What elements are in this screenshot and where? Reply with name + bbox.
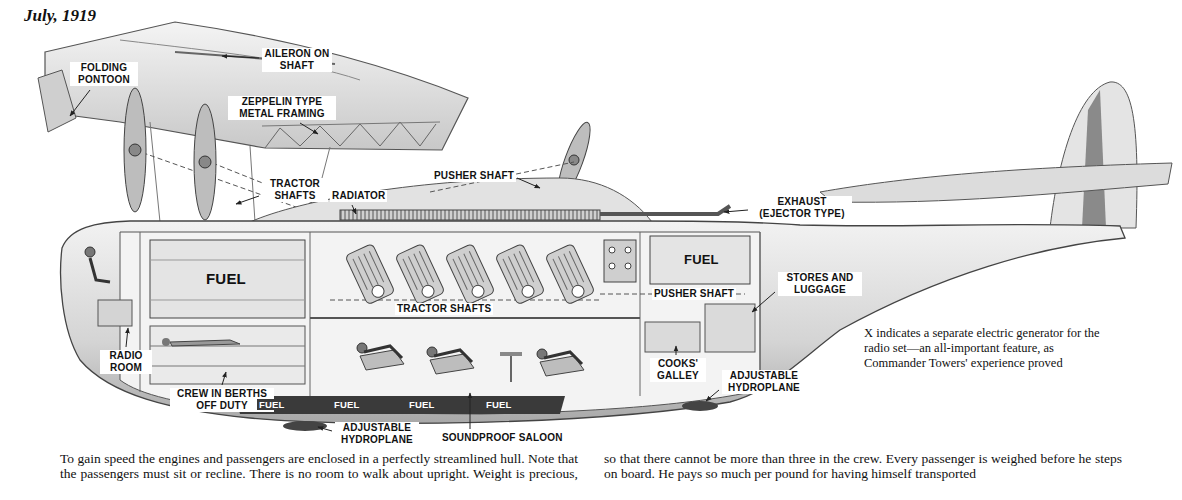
part-label: TRACTOR SHAFTS bbox=[395, 303, 493, 315]
part-label: RADIO ROOM bbox=[100, 350, 152, 374]
part-label: STORES AND LUGGAGE bbox=[778, 272, 862, 296]
part-label: SOUNDPROOF SALOON bbox=[440, 432, 565, 444]
tank-label: FUEL bbox=[204, 270, 248, 287]
caption: To gain speed the engines and passengers… bbox=[60, 451, 1122, 481]
part-label: TRACTOR SHAFTS bbox=[262, 178, 328, 202]
upper-fairing bbox=[250, 162, 730, 222]
part-label: ZEPPELIN TYPE METAL FRAMING bbox=[228, 96, 336, 120]
tail bbox=[820, 82, 1172, 228]
part-label: RADIATOR bbox=[330, 190, 387, 202]
tank-label: FUEL bbox=[682, 252, 721, 267]
part-label: PUSHER SHAFT bbox=[432, 170, 516, 182]
tank-label: FUEL bbox=[484, 399, 514, 410]
tank-label: FUEL bbox=[257, 399, 287, 410]
part-label: COOKS' GALLEY bbox=[650, 358, 706, 382]
tank-label: FUEL bbox=[332, 399, 362, 410]
part-label: PUSHER SHAFT bbox=[652, 288, 736, 300]
note-text: X indicates a separate electric generato… bbox=[862, 326, 1106, 371]
interior bbox=[85, 232, 760, 396]
page-date: July, 1919 bbox=[24, 6, 96, 26]
part-label: EXHAUST (EJECTOR TYPE) bbox=[752, 196, 852, 220]
part-label: FOLDING PONTOON bbox=[70, 62, 138, 86]
part-label: ADJUSTABLE HYDROPLANE bbox=[722, 370, 806, 394]
tank-label: FUEL bbox=[407, 399, 437, 410]
leader-lines bbox=[70, 56, 775, 431]
part-label: ADJUSTABLE HYDROPLANE bbox=[335, 422, 419, 446]
part-label: AILERON ON SHAFT bbox=[262, 48, 332, 72]
hull bbox=[61, 221, 1125, 431]
